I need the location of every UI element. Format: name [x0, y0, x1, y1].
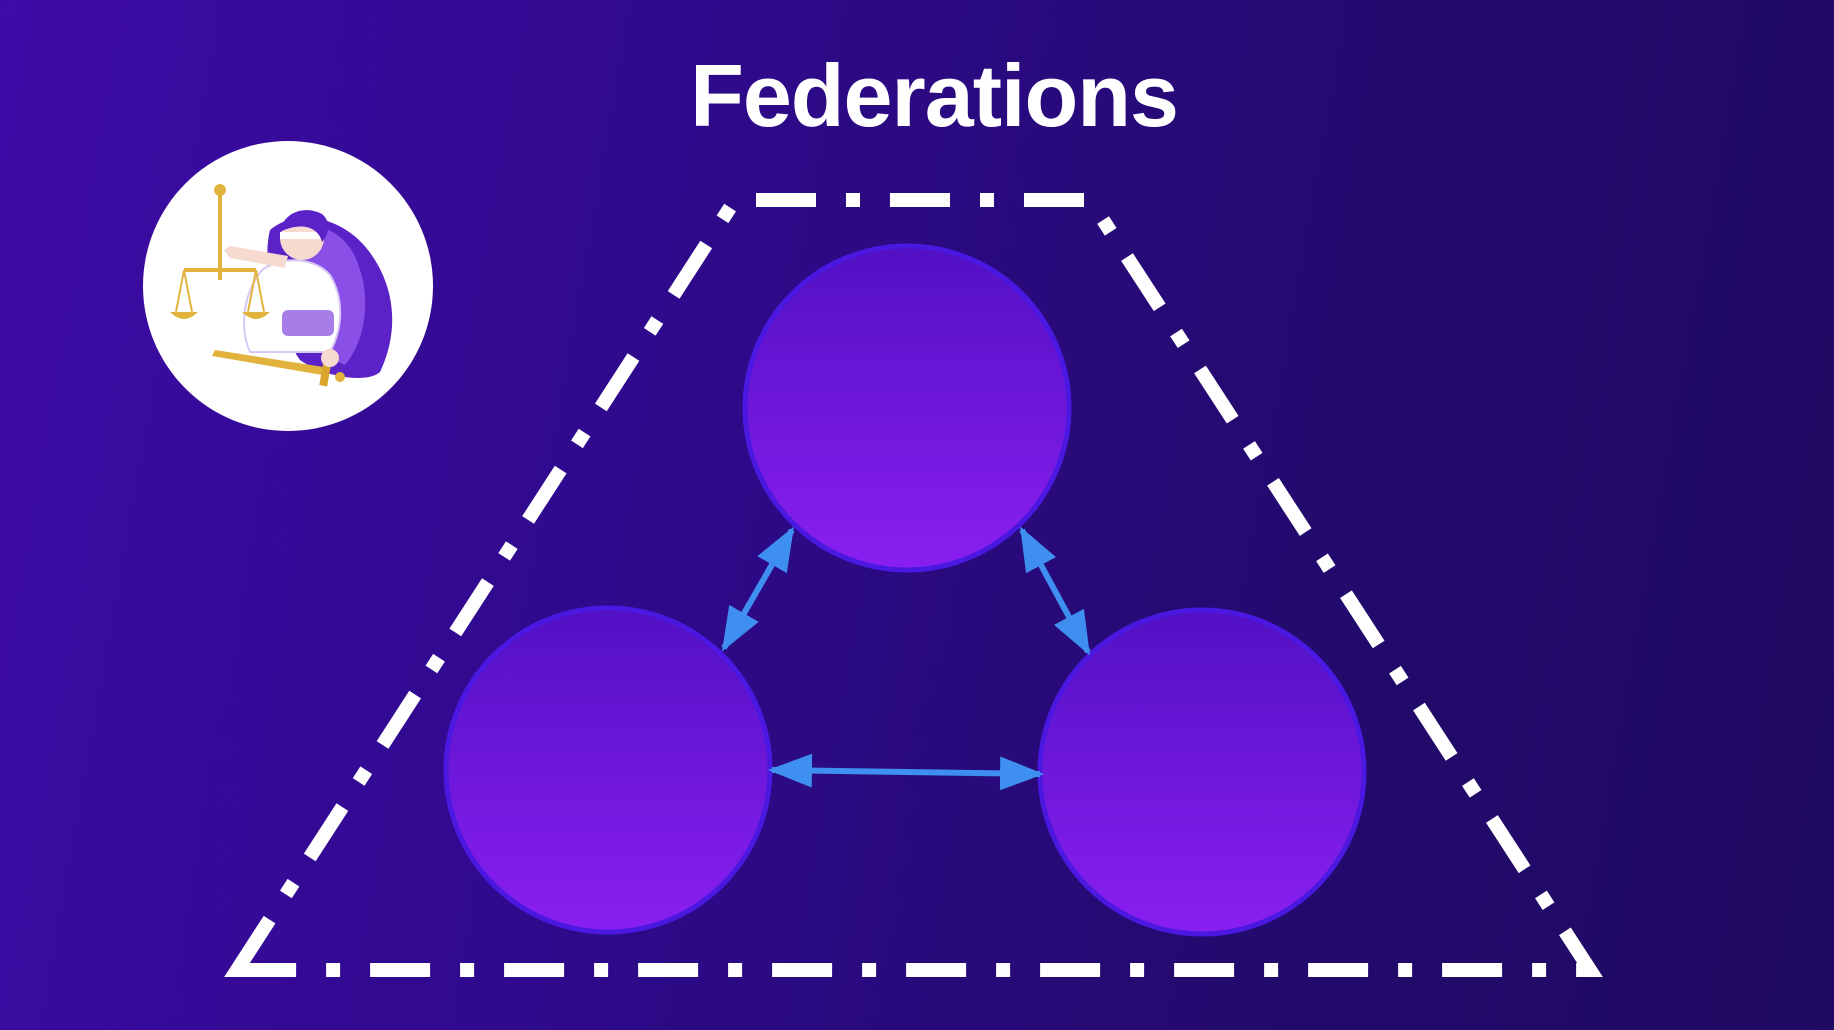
node-bottom-right: [1037, 607, 1367, 937]
edge-bottom-left-bottom-right: [768, 753, 1044, 791]
edge-top-bottom-left: [721, 526, 795, 652]
lady-justice-logo-icon: [143, 141, 433, 431]
slide-title: Federations: [690, 46, 1179, 145]
federation-boundary: [224, 193, 1603, 977]
node-top: [742, 243, 1072, 573]
node-bottom-left: [443, 605, 773, 935]
edge-top-bottom-right: [1019, 526, 1091, 656]
